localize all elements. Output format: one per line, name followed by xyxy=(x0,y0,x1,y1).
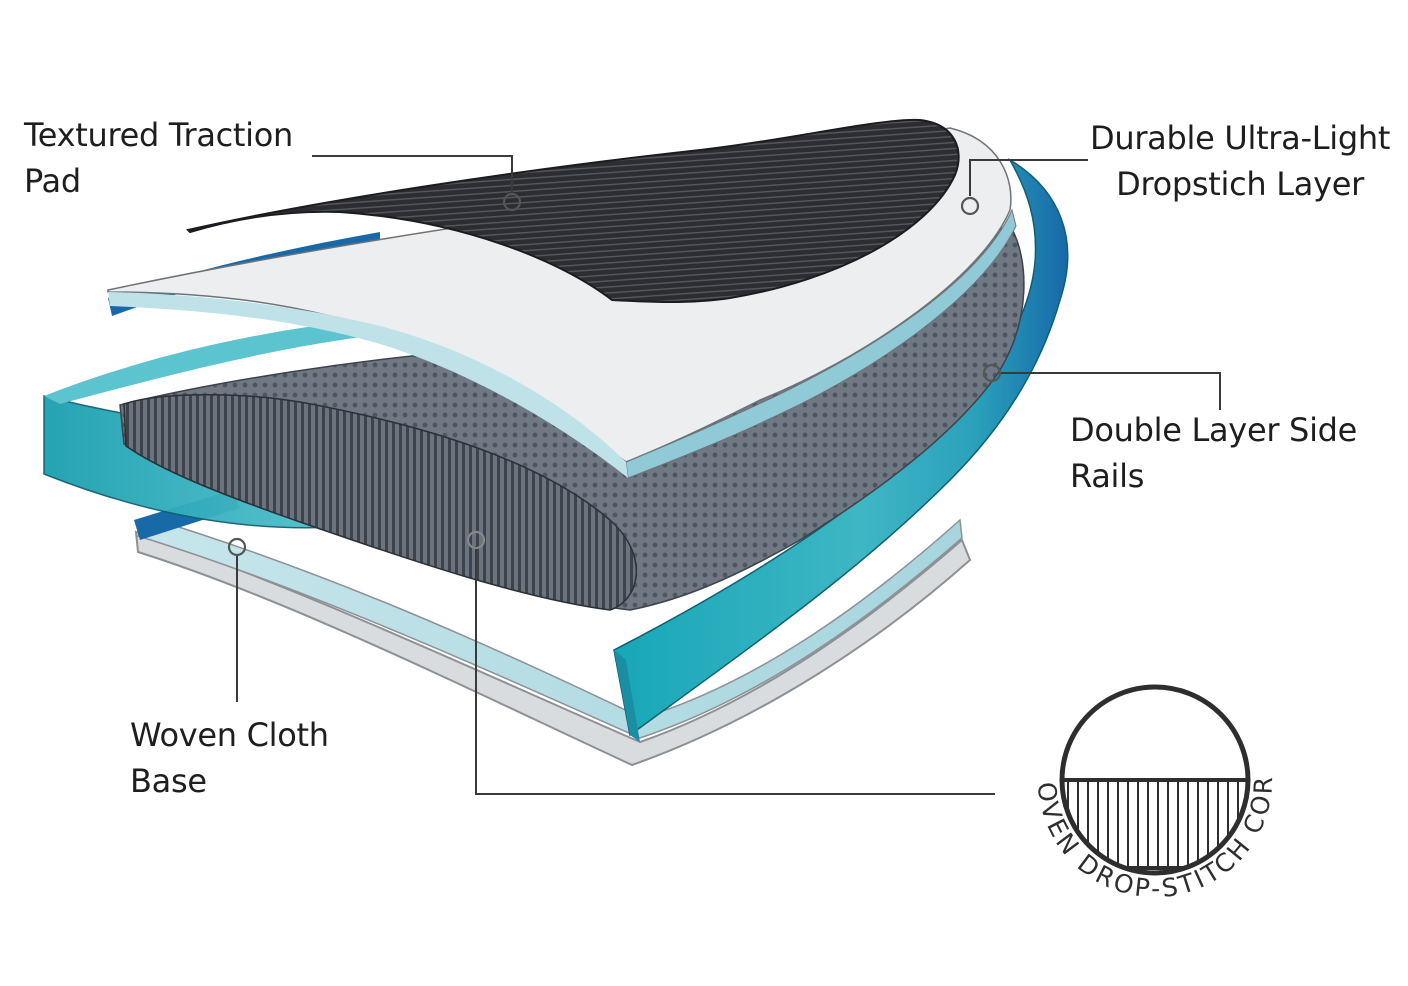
marker-traction-pad xyxy=(502,192,522,212)
label-traction-pad-line2: Pad xyxy=(24,162,81,200)
label-side-rails-line1: Double Layer Side xyxy=(1070,411,1358,449)
leader-traction-pad xyxy=(312,155,513,196)
traction-pad-layer xyxy=(186,118,960,303)
label-dropstitch-layer-line1: Durable Ultra-Light xyxy=(1090,119,1391,157)
label-woven-base-line2: Base xyxy=(130,762,207,800)
label-traction-pad: Textured Traction Pad xyxy=(24,112,293,204)
leader-side-rails xyxy=(1000,372,1221,410)
leader-lines xyxy=(236,155,1221,795)
right-side-rail xyxy=(613,157,1069,742)
leader-markers xyxy=(227,192,1002,557)
label-woven-base: Woven Cloth Base xyxy=(130,712,329,804)
label-side-rails: Double Layer Side Rails xyxy=(1070,407,1357,499)
label-dropstitch-layer-line2: Dropstich Layer xyxy=(1116,165,1364,203)
label-dropstitch-layer: Durable Ultra-Light Dropstich Layer xyxy=(1090,115,1390,207)
marker-dropstitch-layer xyxy=(960,196,980,216)
label-traction-pad-line1: Textured Traction xyxy=(24,116,294,154)
marker-woven-base xyxy=(227,537,247,557)
marker-core xyxy=(466,530,486,550)
label-woven-base-line1: Woven Cloth xyxy=(130,716,329,754)
leader-core-inset xyxy=(475,546,995,795)
leader-dropstitch-layer xyxy=(969,159,1088,196)
marker-side-rails xyxy=(982,363,1002,383)
label-side-rails-line2: Rails xyxy=(1070,457,1145,495)
